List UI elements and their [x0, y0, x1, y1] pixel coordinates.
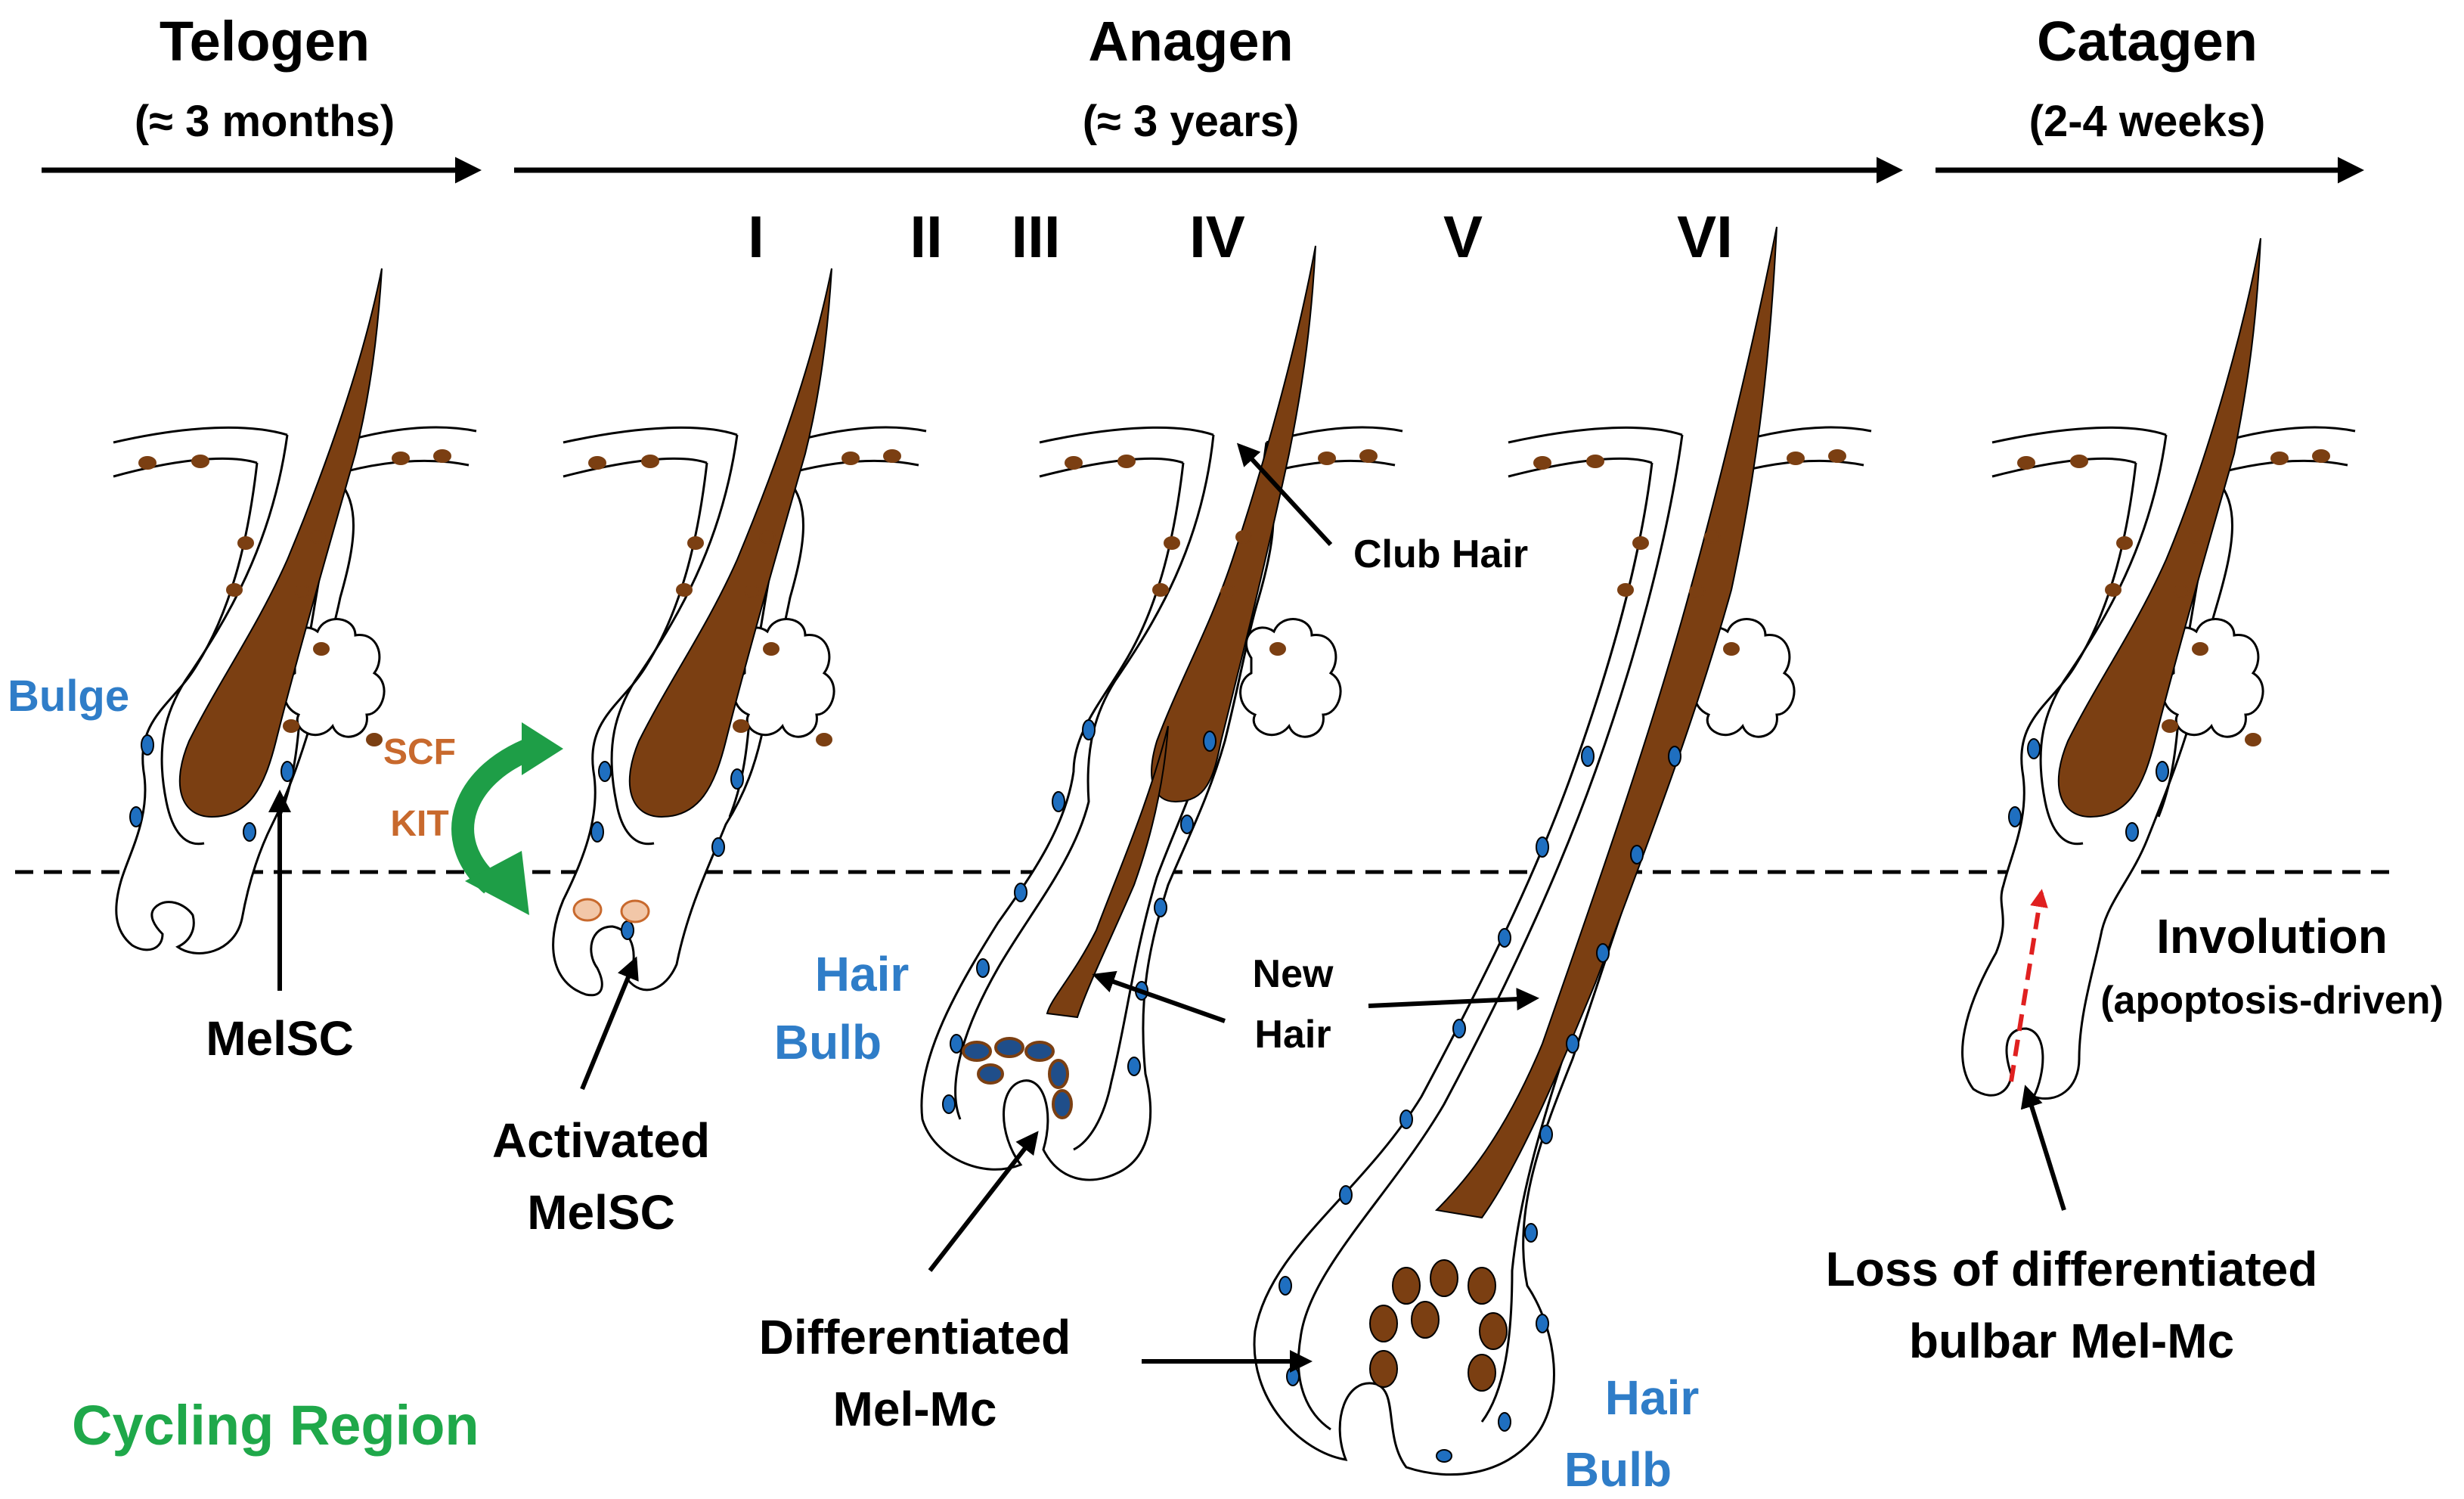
epidermis-line — [1991, 457, 2137, 478]
stage-label: II — [910, 203, 942, 270]
activated-label: Activated — [492, 1113, 710, 1168]
hair-bulb-label: Bulb — [1564, 1442, 1672, 1497]
new-hair-label: Hair — [1254, 1013, 1331, 1057]
epidermis-line — [1508, 457, 1653, 478]
club-hair — [1151, 245, 1316, 803]
follicle-catagen — [1961, 237, 2356, 1100]
sebaceous-gland — [283, 618, 386, 738]
activated-label: MelSC — [527, 1185, 675, 1240]
sebaceous-gland — [1239, 618, 1342, 738]
epidermis-line — [563, 426, 738, 444]
follicle-anagen-vi — [1253, 226, 1872, 1476]
epidermis-line — [1991, 426, 2167, 444]
kit-label: KIT — [390, 804, 448, 844]
club-hair-label: Club Hair — [1353, 532, 1528, 576]
scf-kit-arrowtail — [522, 722, 563, 775]
melsc-cells — [129, 734, 294, 842]
involution-label: Involution — [2156, 909, 2388, 964]
loss-pointer — [2020, 1085, 2066, 1211]
telogen-duration: (≈ 3 months) — [135, 97, 395, 146]
scf-kit-arrow — [451, 734, 544, 894]
epidermis-line — [113, 426, 288, 444]
melsc-cells — [2008, 738, 2169, 842]
sebaceous-gland — [2162, 618, 2264, 738]
new-hair — [1046, 725, 1169, 1019]
catagen-duration: (2-4 weeks) — [2029, 97, 2266, 146]
involution-sub-label: (apoptosis-driven) — [2100, 979, 2444, 1023]
follicle-inner-outline — [2039, 434, 2168, 846]
follicle-anagen-iv — [920, 245, 1403, 1181]
follicle-inner-outline — [1297, 434, 1684, 1431]
melanocyte-cluster — [1533, 449, 1846, 656]
hair-bulb-label: Hair — [815, 947, 910, 1001]
involution-arrow — [2009, 889, 2048, 1082]
anagen-stages: I II III IV V VI — [748, 203, 1733, 270]
loss-label: bulbar Mel-Mc — [1909, 1314, 2234, 1368]
melsc-label: MelSC — [206, 1011, 354, 1066]
club-hair — [628, 268, 832, 818]
follicle-telogen — [113, 268, 477, 954]
epidermis-line — [113, 457, 258, 478]
follicle-activated — [451, 268, 927, 997]
follicle-inner-outline — [954, 434, 1215, 1120]
new-hair-label: New — [1253, 952, 1334, 996]
hair-bulb-label: Bulb — [774, 1015, 882, 1069]
phase-telogen: Telogen (≈ 3 months) — [42, 10, 482, 184]
club-hair — [2057, 237, 2261, 818]
stage-label: V — [1443, 203, 1483, 270]
anagen-duration: (≈ 3 years) — [1083, 97, 1300, 146]
club-hair-pointer — [1236, 442, 1333, 547]
melsc-cells — [590, 761, 744, 940]
sebaceous-gland — [733, 618, 835, 738]
catagen-title: Catagen — [2037, 10, 2258, 73]
scf-kit-arrowhead — [465, 851, 529, 915]
epidermis-line — [563, 457, 708, 478]
telogen-title: Telogen — [160, 10, 370, 73]
melsc-cells — [942, 719, 1217, 1114]
stage-label: I — [748, 203, 764, 270]
epidermis-line — [1039, 457, 1184, 478]
new-hair-pointer-2 — [1368, 988, 1539, 1011]
activated-melsc-cells — [572, 898, 650, 923]
melanocyte-cluster — [138, 449, 451, 746]
phase-catagen: Catagen (2-4 weeks) — [1936, 10, 2364, 184]
scf-label: SCF — [383, 732, 456, 772]
differentiated-pointer-1 — [928, 1131, 1039, 1272]
melsc-cells — [1278, 746, 1681, 1463]
melanocyte-cluster — [588, 449, 901, 746]
differentiated-label: Mel-Mc — [833, 1382, 997, 1436]
melanocyte-cluster — [2017, 449, 2330, 746]
pointer-arrows — [268, 442, 2066, 1373]
follicle-outline — [920, 462, 1275, 1181]
stage-label: III — [1011, 203, 1060, 270]
hair-bulb-label: Hair — [1605, 1370, 1700, 1425]
follicle-inner-outline — [160, 434, 289, 846]
follicle-inner-outline — [610, 434, 739, 846]
epidermis-line — [1508, 426, 1683, 444]
anagen-title: Anagen — [1088, 10, 1293, 73]
phase-anagen: Anagen (≈ 3 years) — [514, 10, 1903, 184]
loss-label: Loss of differentiated — [1826, 1242, 2318, 1296]
stage-label: VI — [1677, 203, 1733, 270]
new-hair — [1434, 226, 1777, 1219]
melanocyte-cluster — [1065, 449, 1378, 656]
differentiated-label: Differentiated — [759, 1310, 1071, 1364]
new-hair-pointer-1 — [1092, 970, 1226, 1023]
sebaceous-gland — [1693, 618, 1796, 738]
epidermis-line — [1039, 426, 1214, 444]
differentiated-melanocytes — [1369, 1259, 1508, 1392]
bulge-label: Bulge — [8, 672, 129, 721]
cycling-region-label: Cycling Region — [72, 1394, 479, 1457]
activated-melsc-pointer — [580, 956, 639, 1091]
differentiated-melanocytes — [962, 1037, 1073, 1119]
club-hair — [178, 268, 383, 818]
stage-label: IV — [1189, 203, 1245, 270]
